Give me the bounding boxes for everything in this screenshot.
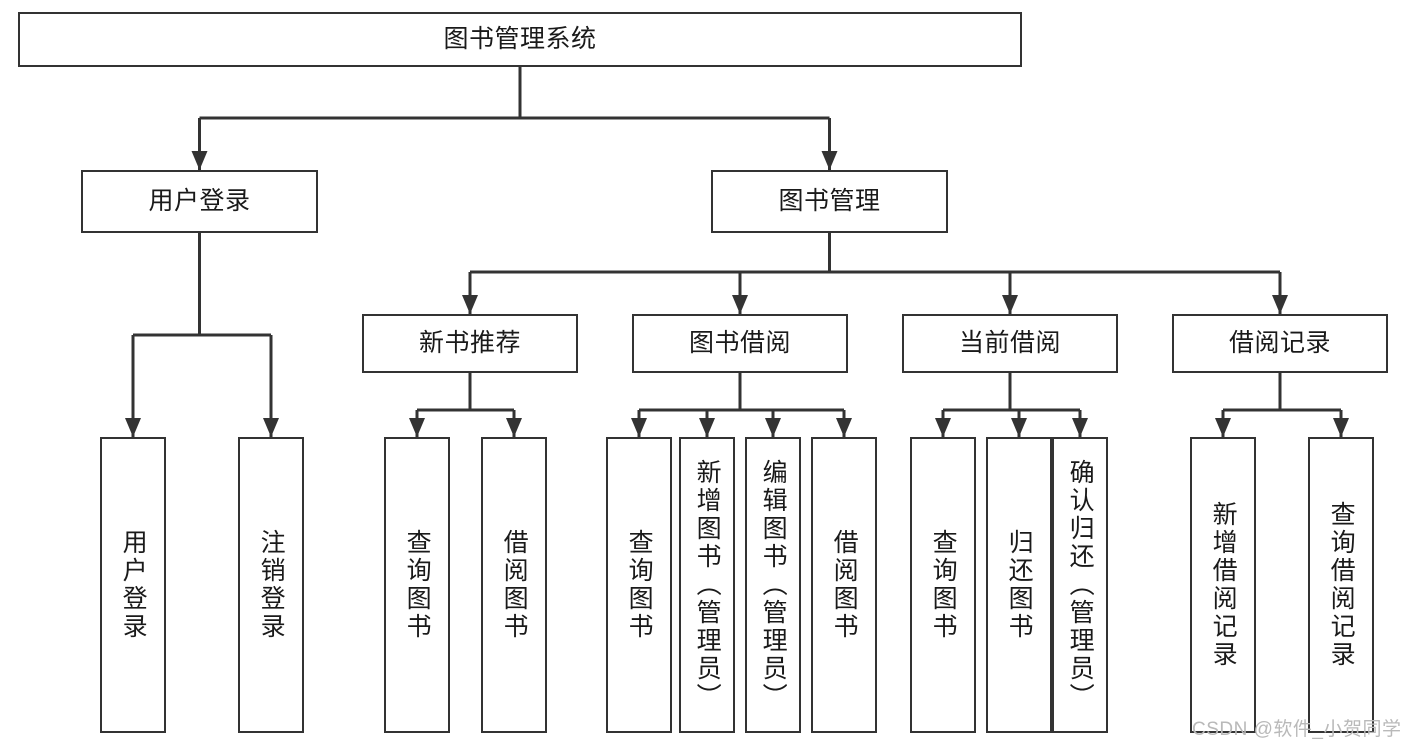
node-login[interactable]: 用户登录 [81, 170, 318, 233]
arrowhead-icon [506, 418, 522, 437]
arrowhead-icon [191, 151, 208, 170]
node-root[interactable]: 图书管理系统 [18, 12, 1022, 67]
node-leaf3[interactable]: 查询图书 [384, 437, 450, 733]
arrowhead-icon [1333, 418, 1349, 437]
node-label: 查询借阅记录 [1327, 501, 1356, 669]
arrowhead-icon [409, 418, 425, 437]
node-label: 查询图书 [625, 529, 654, 641]
node-leaf9[interactable]: 查询图书 [910, 437, 976, 733]
arrowhead-icon [125, 418, 141, 437]
node-label: 用户登录 [119, 529, 148, 641]
node-label: 新书推荐 [418, 328, 521, 357]
node-records[interactable]: 借阅记录 [1172, 314, 1388, 373]
arrowhead-icon [732, 295, 748, 314]
csdn-watermark: CSDN @软件_小贺同学 [1192, 719, 1402, 740]
node-label: 借阅图书 [830, 529, 859, 641]
arrowhead-icon [631, 418, 647, 437]
node-label: 借阅记录 [1228, 328, 1331, 357]
node-leaf10[interactable]: 归还图书 [986, 437, 1052, 733]
node-leaf12[interactable]: 新增借阅记录 [1190, 437, 1256, 733]
node-label: 用户登录 [148, 186, 251, 215]
node-label: 确认归还（管理员） [1066, 459, 1095, 711]
node-leaf11[interactable]: 确认归还（管理员） [1052, 437, 1108, 733]
arrowhead-icon [462, 295, 478, 314]
arrowhead-icon [1272, 295, 1288, 314]
arrowhead-icon [1072, 418, 1088, 437]
node-newbook[interactable]: 新书推荐 [362, 314, 578, 373]
node-leaf1[interactable]: 用户登录 [100, 437, 166, 733]
node-leaf2[interactable]: 注销登录 [238, 437, 304, 733]
node-leaf5[interactable]: 查询图书 [606, 437, 672, 733]
node-label: 借阅图书 [500, 529, 529, 641]
arrowhead-icon [1002, 295, 1018, 314]
arrowhead-icon [699, 418, 715, 437]
arrowhead-icon [263, 418, 279, 437]
node-label: 归还图书 [1005, 529, 1034, 641]
node-label: 编辑图书（管理员） [759, 459, 788, 711]
node-label: 图书管理系统 [443, 24, 597, 53]
node-label: 当前借阅 [958, 328, 1061, 357]
node-label: 查询图书 [403, 529, 432, 641]
arrowhead-icon [821, 151, 838, 170]
node-borrow[interactable]: 图书借阅 [632, 314, 848, 373]
node-leaf13[interactable]: 查询借阅记录 [1308, 437, 1374, 733]
node-bookmgmt[interactable]: 图书管理 [711, 170, 948, 233]
arrowhead-icon [1011, 418, 1027, 437]
node-label: 新增借阅记录 [1209, 501, 1238, 669]
node-label: 图书管理 [778, 186, 881, 215]
node-label: 注销登录 [257, 529, 286, 641]
arrowhead-icon [1215, 418, 1231, 437]
node-leaf8[interactable]: 借阅图书 [811, 437, 877, 733]
node-leaf7[interactable]: 编辑图书（管理员） [745, 437, 801, 733]
node-label: 新增图书（管理员） [693, 459, 722, 711]
arrowhead-icon [935, 418, 951, 437]
node-label: 图书借阅 [688, 328, 791, 357]
arrowhead-icon [836, 418, 852, 437]
node-leaf6[interactable]: 新增图书（管理员） [679, 437, 735, 733]
node-current[interactable]: 当前借阅 [902, 314, 1118, 373]
node-leaf4[interactable]: 借阅图书 [481, 437, 547, 733]
node-label: 查询图书 [929, 529, 958, 641]
arrowhead-icon [765, 418, 781, 437]
